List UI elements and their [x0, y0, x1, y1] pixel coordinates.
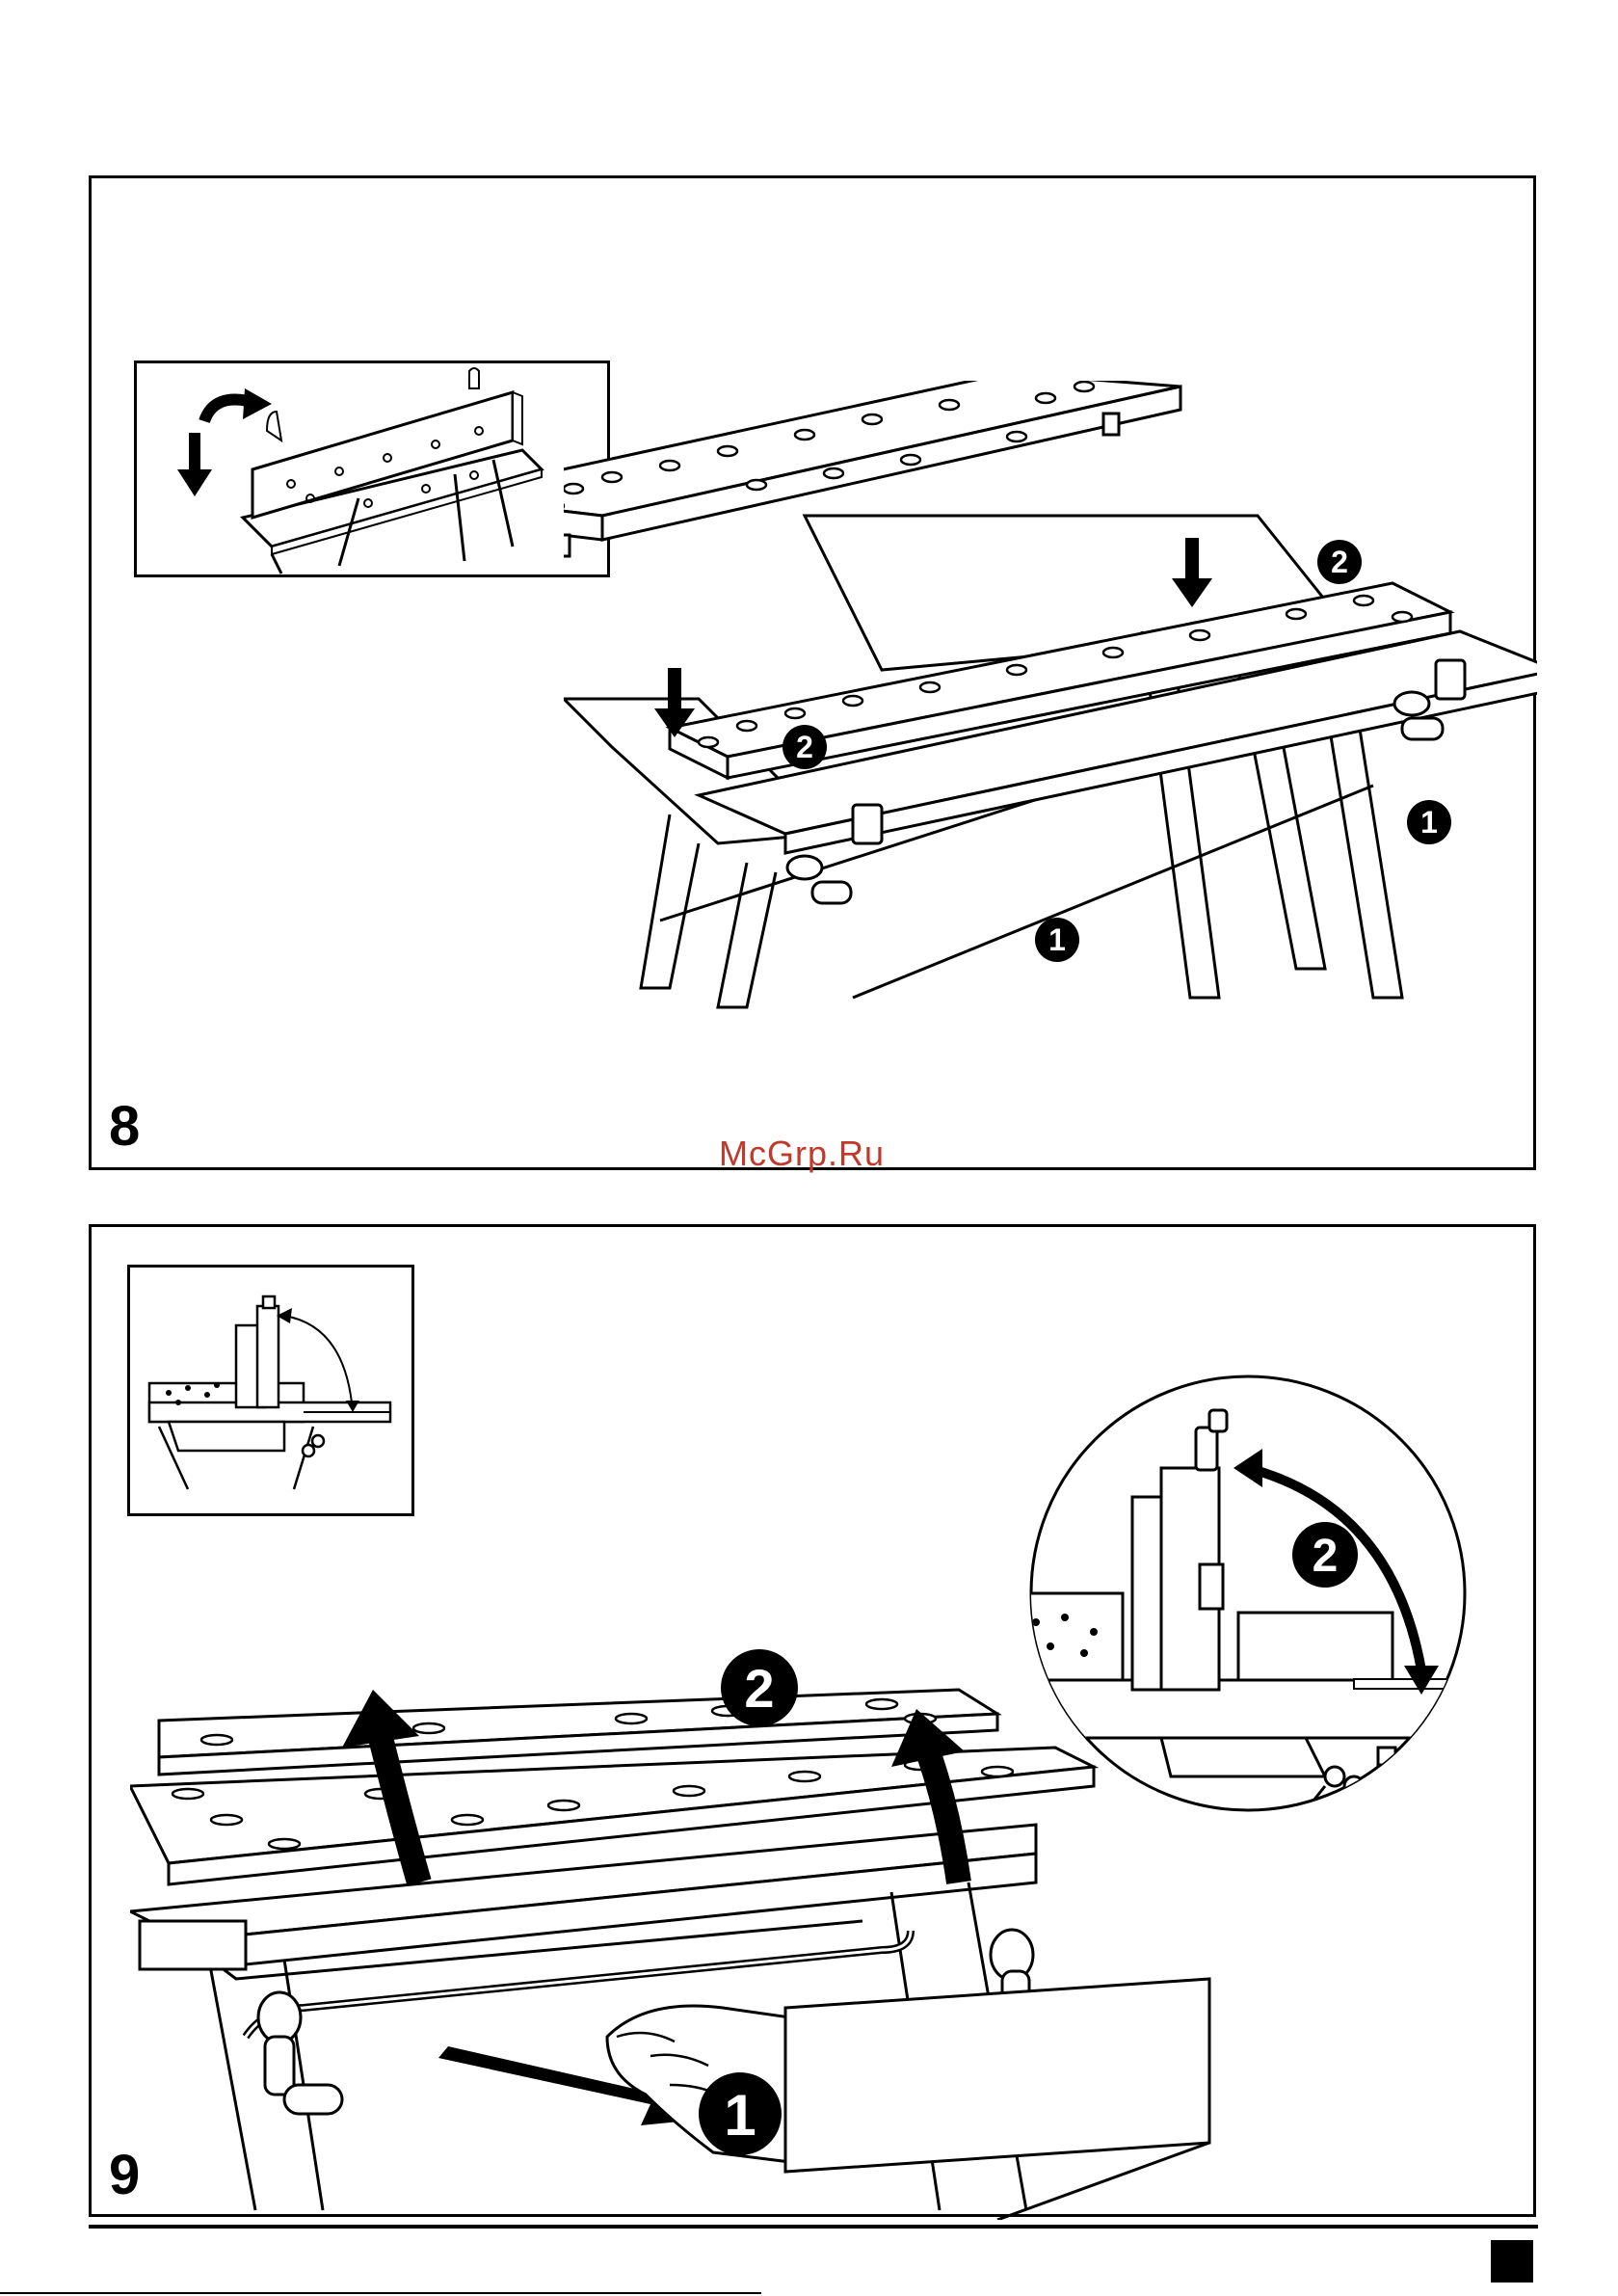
callout-9-2-main: 2	[721, 1649, 798, 1726]
watermark: McGrp.Ru	[719, 1134, 885, 1174]
callout-9-1-main: 1	[699, 2072, 782, 2155]
figure-8-callouts: 2 2 1 1	[92, 178, 1537, 1171]
figure-9-callouts: 2 1	[92, 1227, 1537, 2220]
figure-number-8: 8	[109, 1099, 140, 1155]
figure-8-panel: 2 2 1 1 8	[89, 175, 1536, 1170]
svg-text:1: 1	[1048, 922, 1066, 957]
footer-bottom-rule	[0, 2292, 761, 2294]
svg-text:2: 2	[796, 730, 813, 764]
svg-text:1: 1	[1420, 805, 1438, 840]
callout-8-1a: 1	[1407, 800, 1451, 844]
footer-rule	[89, 2225, 1538, 2229]
figure-9-panel: 2	[89, 1224, 1536, 2217]
svg-text:2: 2	[1331, 545, 1348, 579]
svg-text:2: 2	[744, 1658, 774, 1719]
callout-8-2a: 2	[782, 725, 827, 769]
footer-page-marker	[1491, 2240, 1533, 2283]
figure-number-9: 9	[109, 2148, 140, 2203]
svg-text:1: 1	[724, 2083, 756, 2148]
callout-8-1b: 1	[1035, 918, 1079, 962]
callout-8-2b: 2	[1317, 540, 1362, 584]
